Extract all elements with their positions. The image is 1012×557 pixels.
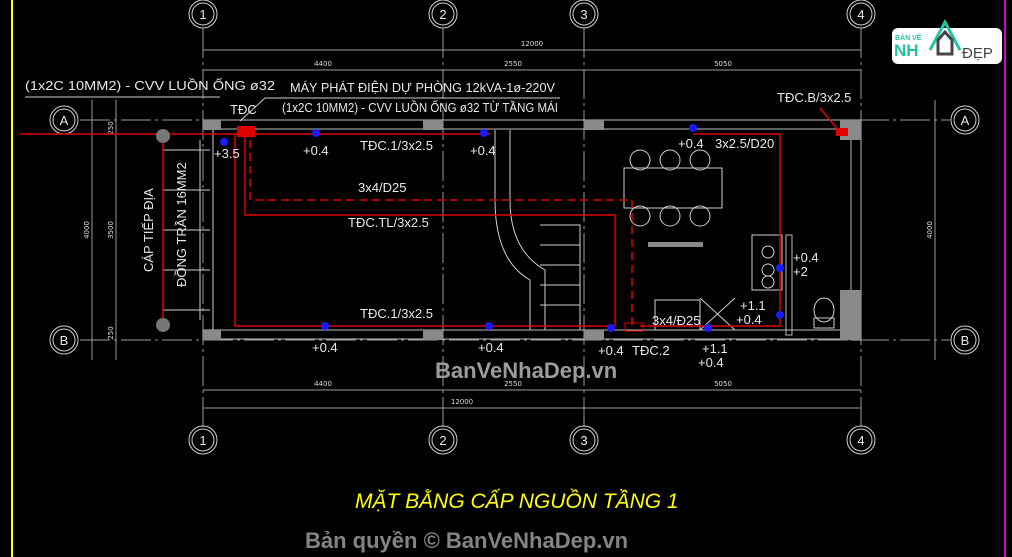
grid-bubble-2-top: 2 bbox=[428, 0, 458, 29]
height-label: +2 bbox=[793, 264, 808, 279]
kitchen-sink bbox=[654, 297, 736, 331]
svg-text:250: 250 bbox=[107, 121, 115, 134]
counter-label-block bbox=[648, 242, 703, 247]
svg-text:3500: 3500 bbox=[107, 221, 115, 239]
svg-text:4: 4 bbox=[857, 433, 864, 448]
generator-cable-label: (1x2C 10MM2) - CVV LUỒN ỐNG ø32 TỪ TẦNG … bbox=[282, 100, 558, 115]
grid-bubble-b-right: B bbox=[950, 325, 980, 355]
grid-bubble-a-left: A bbox=[49, 105, 79, 135]
grid-bubble-b-left: B bbox=[49, 325, 79, 355]
svg-text:3: 3 bbox=[580, 433, 587, 448]
tdc-b-panel-icon bbox=[836, 128, 848, 136]
height-label: +0.4 bbox=[678, 136, 704, 151]
power-cables bbox=[20, 107, 839, 327]
left-porch-doors bbox=[162, 140, 210, 320]
svg-text:3: 3 bbox=[580, 7, 587, 22]
tdc-label: TĐC bbox=[230, 102, 257, 117]
grid-bubble-3-bottom: 3 bbox=[569, 425, 599, 455]
watermark-center: BanVeNhaDep.vn bbox=[435, 358, 617, 383]
ground-cable-label: CÁP TIẾP ĐỊA bbox=[141, 188, 156, 272]
tdc1-bottom-label: TĐC.1/3x2.5 bbox=[360, 306, 433, 321]
grid-bubble-1-top: 1 bbox=[188, 0, 218, 29]
height-label: +0.4 bbox=[303, 143, 329, 158]
tdc-panel-icon bbox=[237, 126, 255, 137]
tdc2-label: TĐC.2 bbox=[632, 343, 670, 358]
height-label: +0.4 bbox=[312, 340, 338, 355]
svg-text:12000: 12000 bbox=[451, 398, 473, 406]
svg-text:5050: 5050 bbox=[714, 380, 732, 388]
grid-bubble-4-bottom: 4 bbox=[846, 425, 876, 455]
height-label: +1.1 bbox=[740, 298, 766, 313]
dimension-bottom: 4400 2550 5050 12000 bbox=[203, 380, 861, 409]
svg-text:4000: 4000 bbox=[926, 221, 934, 239]
height-label: +0.4 bbox=[698, 355, 724, 370]
grid-bubble-2-bottom: 2 bbox=[428, 425, 458, 455]
svg-text:A: A bbox=[961, 113, 970, 128]
height-label: +3.5 bbox=[214, 146, 240, 161]
svg-text:5050: 5050 bbox=[714, 60, 732, 68]
kitchen-stove bbox=[751, 234, 783, 291]
svg-text:2: 2 bbox=[439, 433, 446, 448]
height-label: +1.1 bbox=[702, 341, 728, 356]
tdc1-top-label: TĐC.1/3x2.5 bbox=[360, 138, 433, 153]
svg-text:BẢN VẼ: BẢN VẼ bbox=[895, 33, 922, 42]
cable-3x4-d25-label: 3x4/D25 bbox=[358, 180, 406, 195]
grid-bubble-a-right: A bbox=[950, 105, 980, 135]
ground-rod-icon bbox=[156, 318, 170, 332]
svg-text:2: 2 bbox=[439, 7, 446, 22]
svg-text:4: 4 bbox=[857, 7, 864, 22]
svg-text:4400: 4400 bbox=[314, 380, 332, 388]
ground-copper-label: ĐỒNG TRẦN 16MM2 bbox=[174, 162, 189, 287]
tdc-tl-label: TĐC.TL/3x2.5 bbox=[348, 215, 429, 230]
grid-bubble-4-top: 4 bbox=[846, 0, 876, 29]
svg-text:B: B bbox=[60, 333, 69, 348]
dining-table bbox=[623, 149, 723, 227]
building-walls bbox=[202, 119, 862, 341]
dimension-right: 4000 bbox=[926, 100, 936, 360]
watermark-bottom: Bản quyền © BanVeNhaDep.vn bbox=[305, 528, 628, 553]
banvenhadep-logo: BẢN VẼ NH ĐẸP bbox=[892, 18, 1002, 64]
svg-text:A: A bbox=[60, 113, 69, 128]
height-label: +0.4 bbox=[793, 250, 819, 265]
svg-text:12000: 12000 bbox=[521, 40, 543, 48]
toilet bbox=[813, 297, 835, 329]
outlet-icons bbox=[220, 124, 784, 332]
svg-text:250: 250 bbox=[107, 326, 115, 339]
height-label: +0.4 bbox=[598, 343, 624, 358]
staircase bbox=[494, 130, 581, 330]
cable-3x4-d25-b-label: 3x4/Đ25 bbox=[652, 313, 700, 328]
svg-text:4400: 4400 bbox=[314, 60, 332, 68]
svg-text:2550: 2550 bbox=[504, 60, 522, 68]
height-label: +0.4 bbox=[478, 340, 504, 355]
svg-text:1: 1 bbox=[199, 7, 206, 22]
dimension-top: 12000 4400 2550 5050 bbox=[203, 40, 861, 71]
svg-text:4000: 4000 bbox=[83, 221, 91, 239]
height-label: +0.4 bbox=[470, 143, 496, 158]
generator-label: MÁY PHÁT ĐIỆN DỰ PHÒNG 12kVA-1ø-220V bbox=[290, 80, 555, 95]
tdc-b-leader bbox=[819, 107, 839, 131]
tdc-b-label: TĐC.B/3x2.5 bbox=[777, 90, 851, 105]
dimension-left: 4000 3500 250 250 bbox=[83, 100, 117, 360]
svg-text:1: 1 bbox=[199, 433, 206, 448]
cable-3x25-d20-label: 3x2.5/D20 bbox=[715, 136, 774, 151]
height-label: +0.4 bbox=[736, 312, 762, 327]
tdc2-panel-icon bbox=[624, 322, 644, 332]
svg-text:ĐẸP: ĐẸP bbox=[962, 45, 993, 62]
feed-cable-label: (1x2C 10MM2) - CVV LUỒN ỐNG ø32 bbox=[25, 78, 275, 93]
svg-text:B: B bbox=[961, 333, 970, 348]
svg-text:2550: 2550 bbox=[504, 380, 522, 388]
grid-bubble-3-top: 3 bbox=[569, 0, 599, 29]
grid-bubble-1-bottom: 1 bbox=[188, 425, 218, 455]
ground-rod-icon bbox=[156, 129, 170, 143]
drawing-title: MẶT BẰNG CẤP NGUỒN TẦNG 1 bbox=[355, 489, 679, 513]
svg-text:NH: NH bbox=[894, 41, 919, 60]
